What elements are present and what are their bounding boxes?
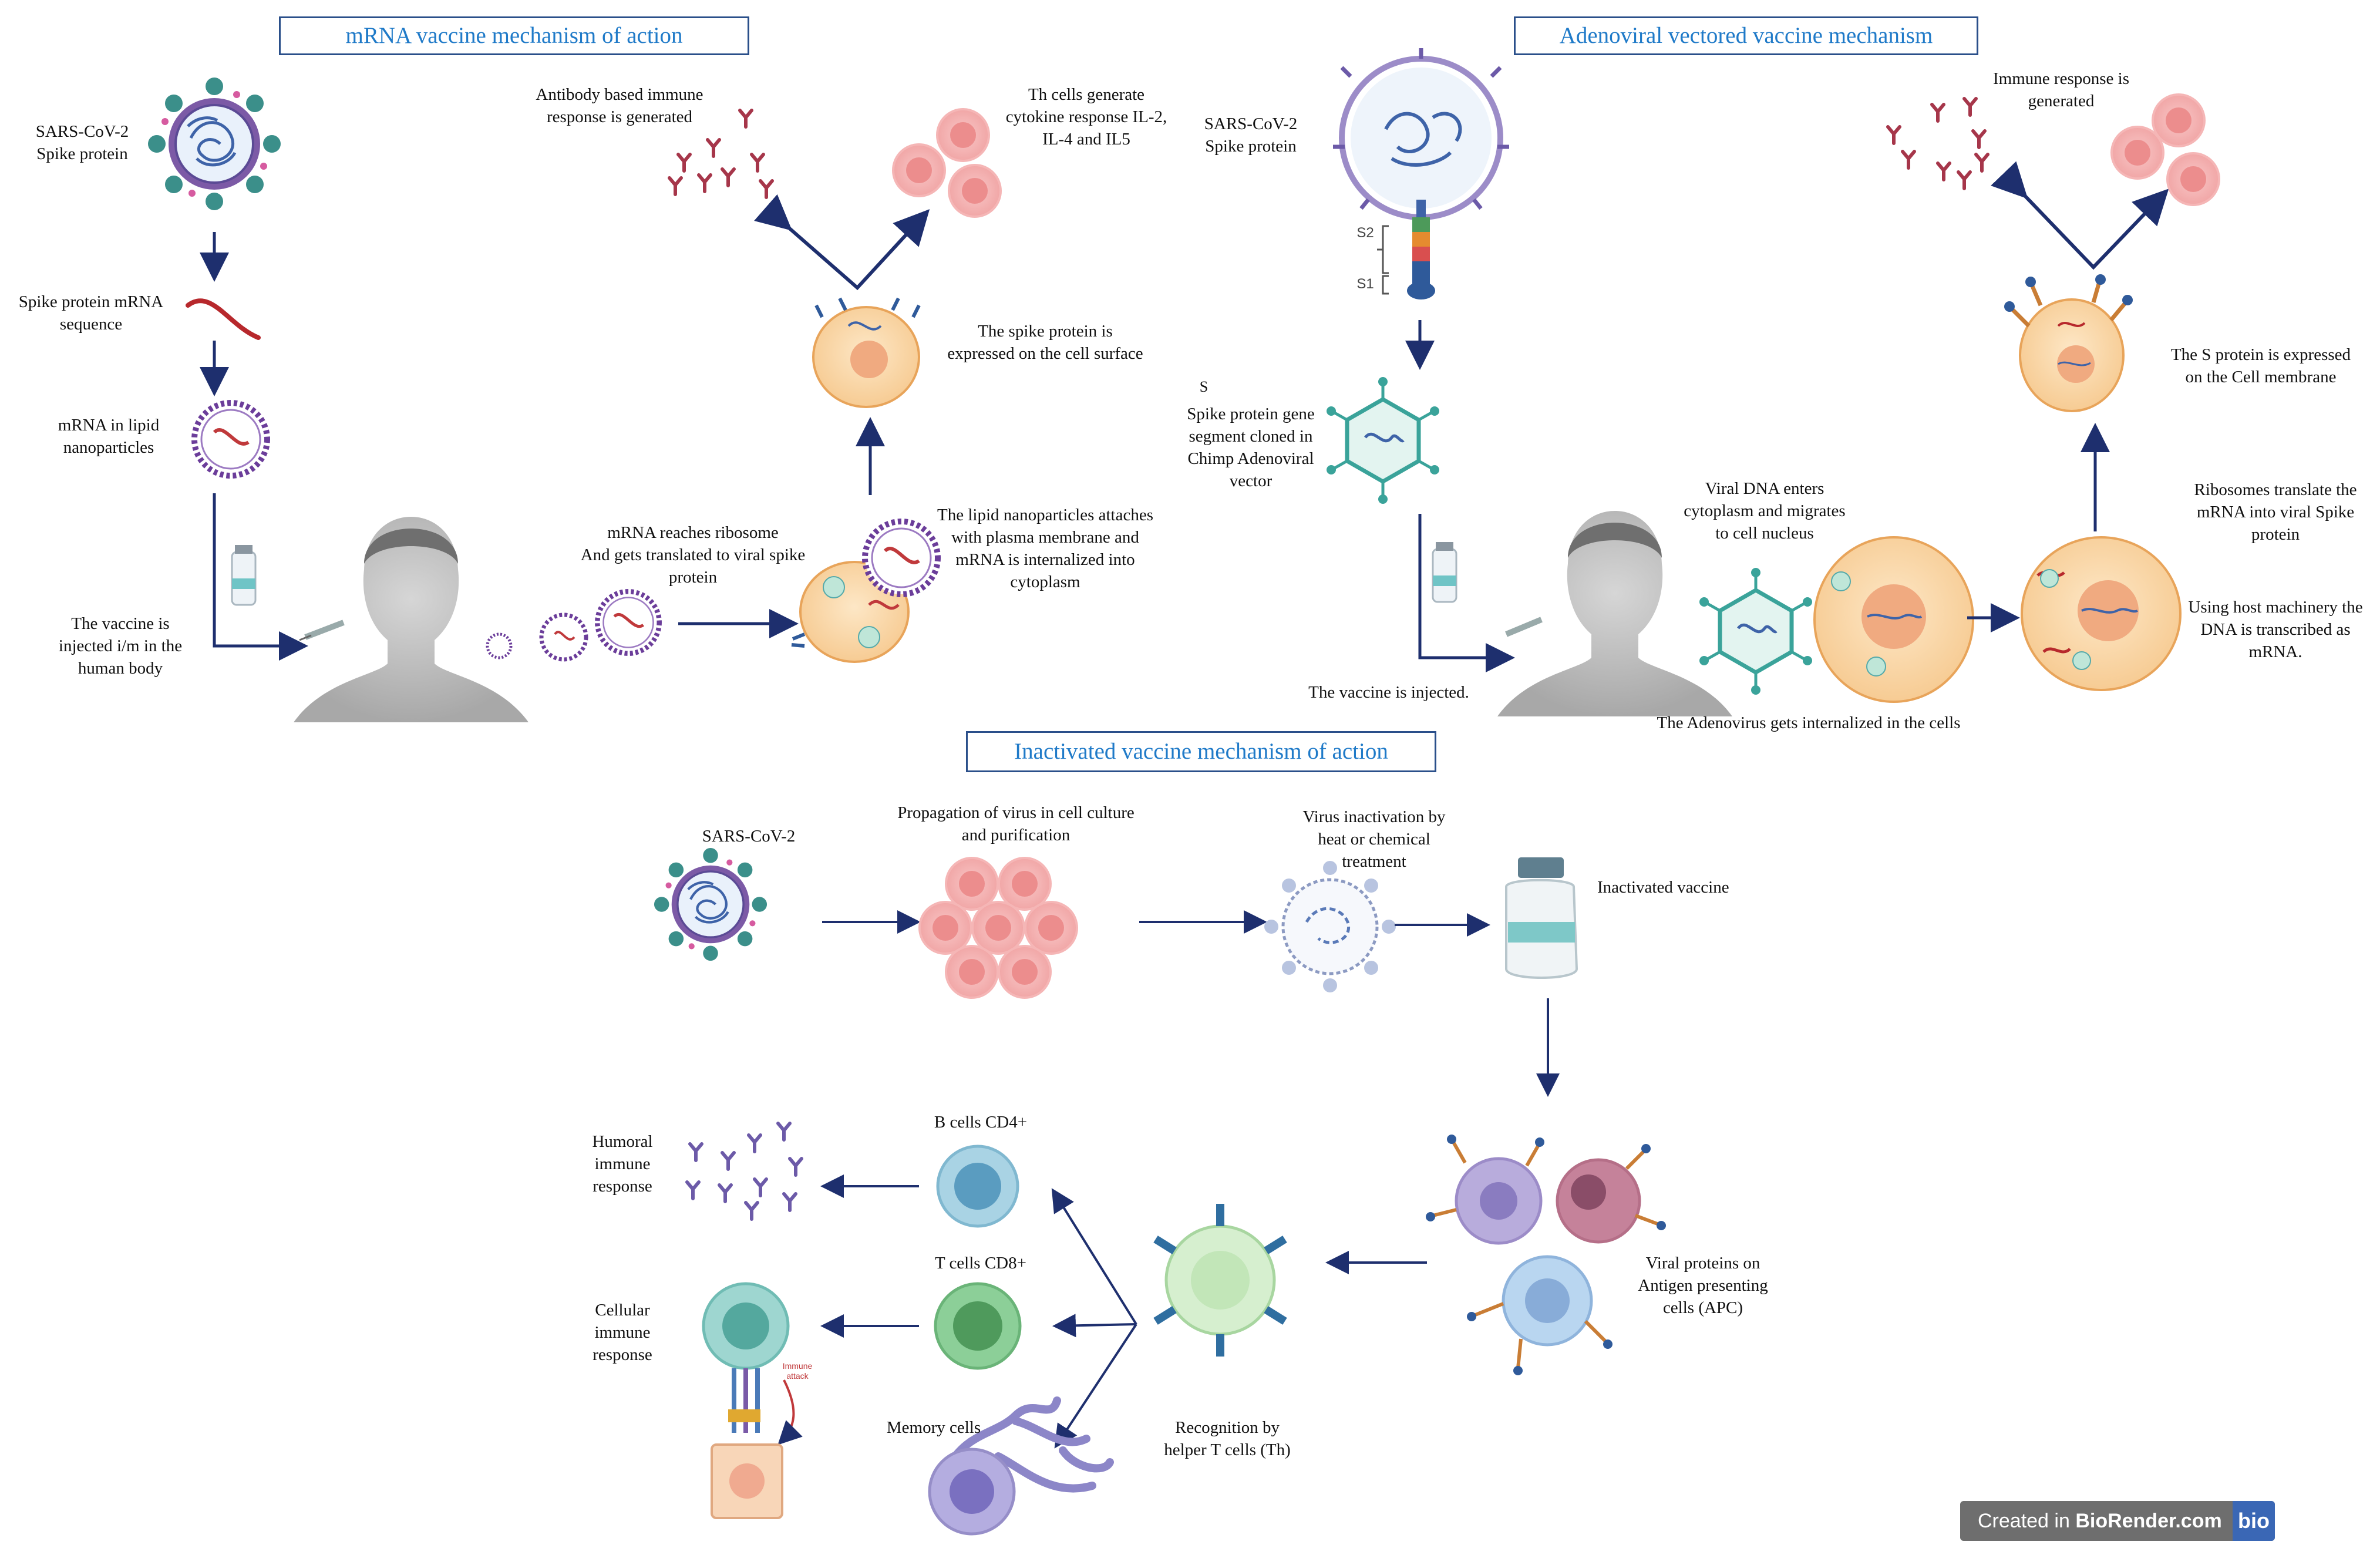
lnp-small-2	[539, 612, 588, 662]
badge-brand: BioRender.com	[2075, 1510, 2222, 1532]
mrna-section-art	[148, 78, 1002, 722]
label-inact-tcells: T cells CD8+	[935, 1254, 1026, 1273]
lnp-medium	[597, 591, 659, 653]
spike-protein-structure-icon	[1407, 200, 1435, 299]
arrow-th-to-memory	[1054, 1323, 1137, 1449]
adeno-virus-icon	[1333, 48, 1509, 220]
label-inact-humoral: Humoral immune response	[592, 1132, 653, 1196]
inactivated-virus-icon	[1264, 861, 1396, 992]
adeno-section-title: Adenoviral vectored vaccine mechanism	[1514, 16, 1978, 55]
syringe-icon	[299, 620, 345, 641]
adenoviral-vector-icon	[1327, 377, 1439, 504]
label-mrna-ribosome: mRNA reaches ribosome And gets translate…	[580, 523, 806, 587]
lnp-small-1	[486, 632, 513, 659]
th-cells-mrna	[892, 108, 1002, 218]
label-adeno-viral-dna: Viral DNA enters cytoplasm and migrates …	[1684, 479, 1846, 543]
label-inact-vaccine: Inactivated vaccine	[1597, 878, 1729, 897]
label-mrna-lipid-attach: The lipid nanoparticles attaches with pl…	[937, 506, 1153, 591]
helper-t-cell-icon	[1153, 1204, 1287, 1357]
label-mrna-th: Th cells generate cytokine response IL-2…	[1005, 85, 1167, 149]
vaccine-vial-icon	[231, 545, 257, 606]
inactivated-section-title: Inactivated vaccine mechanism of action	[966, 731, 1436, 772]
apc-cells-icon	[1426, 1135, 1666, 1375]
s-protein-cell-adeno	[2004, 274, 2133, 412]
label-inact-cellular: Cellular immune response	[593, 1301, 652, 1364]
inactivated-vaccine-vial-icon	[1505, 857, 1578, 979]
spike-expressing-cell	[812, 297, 921, 408]
label-adeno-gene: Spike protein gene segment cloned in Chi…	[1187, 405, 1315, 490]
lipid-nanoparticle-icon	[194, 403, 267, 476]
label-adeno-s: S	[1199, 378, 1208, 395]
label-mrna-sequence: Spike protein mRNA sequence	[18, 292, 164, 334]
adenovirus-entering-icon	[1699, 568, 1812, 695]
label-adeno-internalized: The Adenovirus gets internalized in the …	[1657, 713, 1961, 732]
arrow-vector-to-injection	[1418, 514, 1515, 672]
arrow-th-to-tcells	[1052, 1314, 1137, 1338]
cell-culture-icon	[918, 857, 1078, 999]
label-mrna-spike: SARS-CoV-2 Spike protein	[35, 122, 129, 163]
host-cell-adeno	[1813, 536, 1974, 703]
label-adeno-ribosomes: Ribosomes translate the mRNA into viral …	[2194, 480, 2357, 544]
badge-prefix: Created in	[1978, 1510, 2076, 1532]
adeno-section-art	[1327, 48, 2220, 716]
label-inact-recognition: Recognition by helper T cells (Th)	[1164, 1418, 1291, 1459]
sars-cov-2-virus-icon-2	[654, 848, 767, 961]
label-adeno-s2: S2	[1356, 225, 1374, 241]
mrna-section-title: mRNA vaccine mechanism of action	[279, 16, 749, 55]
arrow-th-to-bcells	[1051, 1188, 1137, 1325]
b-cell-icon	[936, 1145, 1019, 1228]
label-adeno-injected: The vaccine is injected.	[1308, 683, 1469, 702]
s1-bracket	[1382, 275, 1389, 295]
label-inact-propagation: Propagation of virus in cell culture and…	[897, 803, 1135, 844]
badge-text: Created in BioRender.com	[1978, 1501, 2222, 1541]
syringe-icon-2	[1505, 617, 1543, 637]
label-inact-sars: SARS-CoV-2	[702, 827, 796, 846]
label-inact-bcells: B cells CD4+	[934, 1113, 1028, 1132]
label-inact-inactivation: Virus inactivation by heat or chemical t…	[1302, 807, 1446, 871]
cellular-attack-icon	[702, 1282, 803, 1519]
human-body-icon	[294, 517, 528, 722]
sars-cov-2-virus-icon	[148, 78, 281, 210]
label-mrna-antibody: Antibody based immune response is genera…	[536, 85, 703, 126]
translating-cell-adeno	[2021, 536, 2182, 691]
biorender-badge[interactable]: Created in BioRender.com bio	[1960, 1501, 2275, 1541]
label-mrna-injected: The vaccine is injected i/m in the human…	[58, 614, 183, 678]
label-adeno-s1: S1	[1356, 276, 1374, 292]
split-arrow-adeno	[1991, 161, 2169, 270]
label-inact-apc: Viral proteins on Antigen presenting cel…	[1638, 1254, 1768, 1317]
label-adeno-s-protein: The S protein is expressed on the Cell m…	[2170, 345, 2351, 386]
t-cell-cd8-icon	[934, 1282, 1022, 1370]
label-adeno-spike: SARS-CoV-2 Spike protein	[1204, 115, 1298, 156]
mrna-strand-icon	[186, 298, 261, 340]
label-adeno-immune: Immune response is generated	[1993, 69, 2129, 110]
humoral-antibodies-icon	[687, 1123, 802, 1219]
label-mrna-surface: The spike protein is expressed on the ce…	[947, 322, 1143, 363]
bio-logo-icon: bio	[2233, 1501, 2275, 1541]
s2-bracket	[1377, 225, 1389, 274]
label-immune-attack: Immune attack	[782, 1361, 813, 1381]
label-inact-memory: Memory cells	[886, 1418, 981, 1437]
label-mrna-lipid: mRNA in lipid nanoparticles	[58, 416, 160, 457]
memory-cell-icon	[928, 1396, 1114, 1536]
split-arrow-mrna	[754, 194, 930, 291]
arrow-lnp-to-injection	[213, 493, 308, 661]
vaccine-vial-icon-2	[1432, 542, 1457, 603]
inactivated-section-art	[654, 848, 1666, 1536]
label-adeno-host: Using host machinery the DNA is transcri…	[2188, 598, 2363, 661]
